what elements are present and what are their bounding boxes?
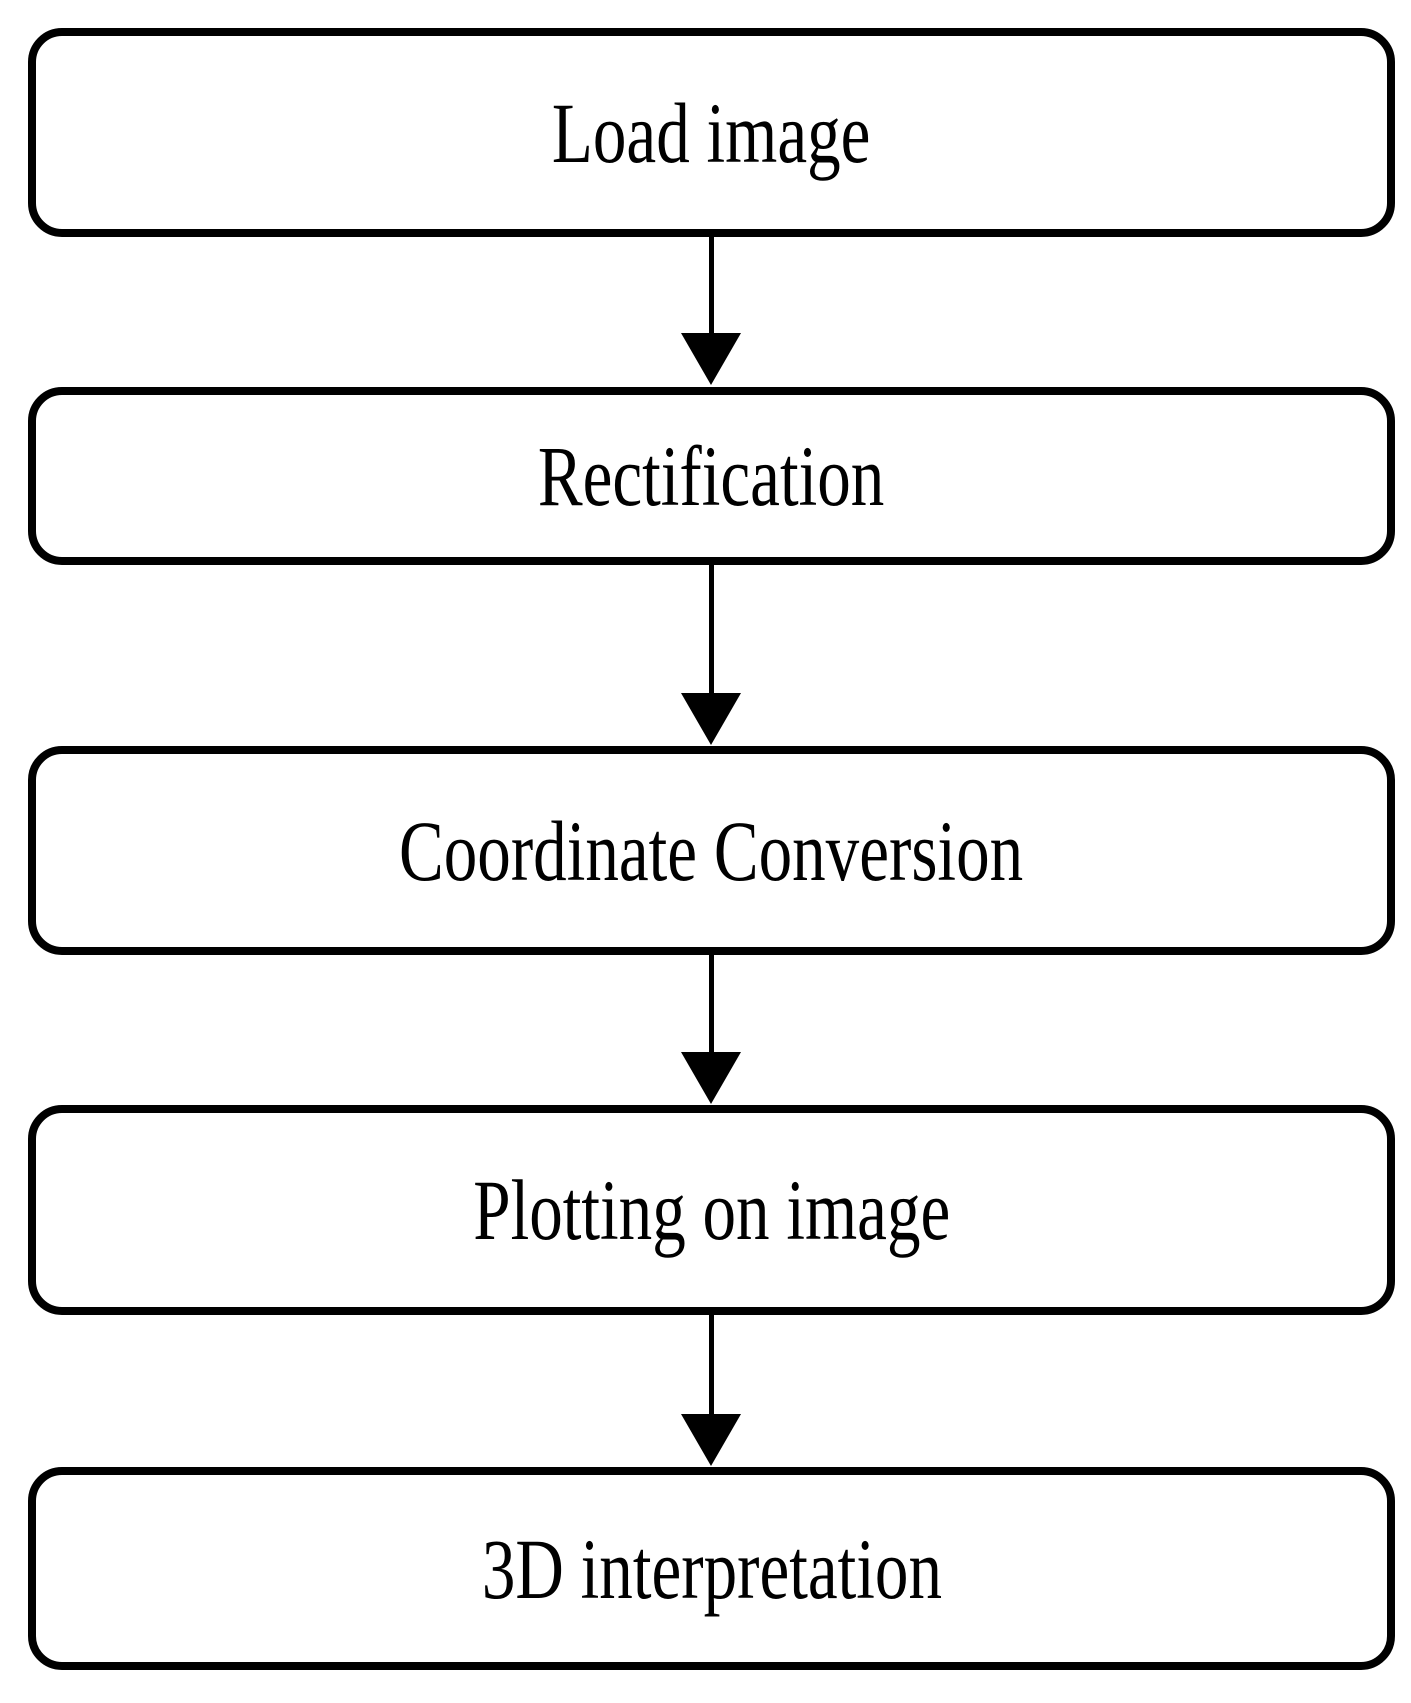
- flow-node-label: Rectification: [538, 428, 885, 524]
- flow-edge-rectification-to-coordinate-conversion: [681, 565, 741, 746]
- flow-node-label: 3D interpretation: [481, 1520, 942, 1617]
- down-arrow-icon: [681, 1414, 741, 1466]
- flow-edge-load-image-to-rectification: [681, 237, 741, 387]
- flow-node-rectification[interactable]: Rectification: [28, 387, 1395, 565]
- flow-node-plotting-on-image[interactable]: Plotting on image: [28, 1105, 1395, 1315]
- flow-node-label: Load image: [552, 84, 871, 181]
- edge-line: [708, 955, 714, 1054]
- flow-node-label: Plotting on image: [472, 1162, 950, 1258]
- down-arrow-icon: [681, 693, 741, 745]
- flow-edge-plotting-to-3d-interpretation: [681, 1315, 741, 1467]
- down-arrow-icon: [681, 1052, 741, 1104]
- flow-node-coordinate-conversion[interactable]: Coordinate Conversion: [28, 746, 1395, 955]
- flow-edge-coordinate-conversion-to-plotting: [681, 955, 741, 1105]
- flow-node-3d-interpretation[interactable]: 3D interpretation: [28, 1467, 1395, 1670]
- edge-line: [708, 1315, 714, 1416]
- flow-node-load-image[interactable]: Load image: [28, 28, 1395, 237]
- edge-line: [708, 565, 714, 695]
- edge-line: [708, 237, 714, 335]
- down-arrow-icon: [681, 333, 741, 385]
- flow-node-label: Coordinate Conversion: [399, 802, 1024, 899]
